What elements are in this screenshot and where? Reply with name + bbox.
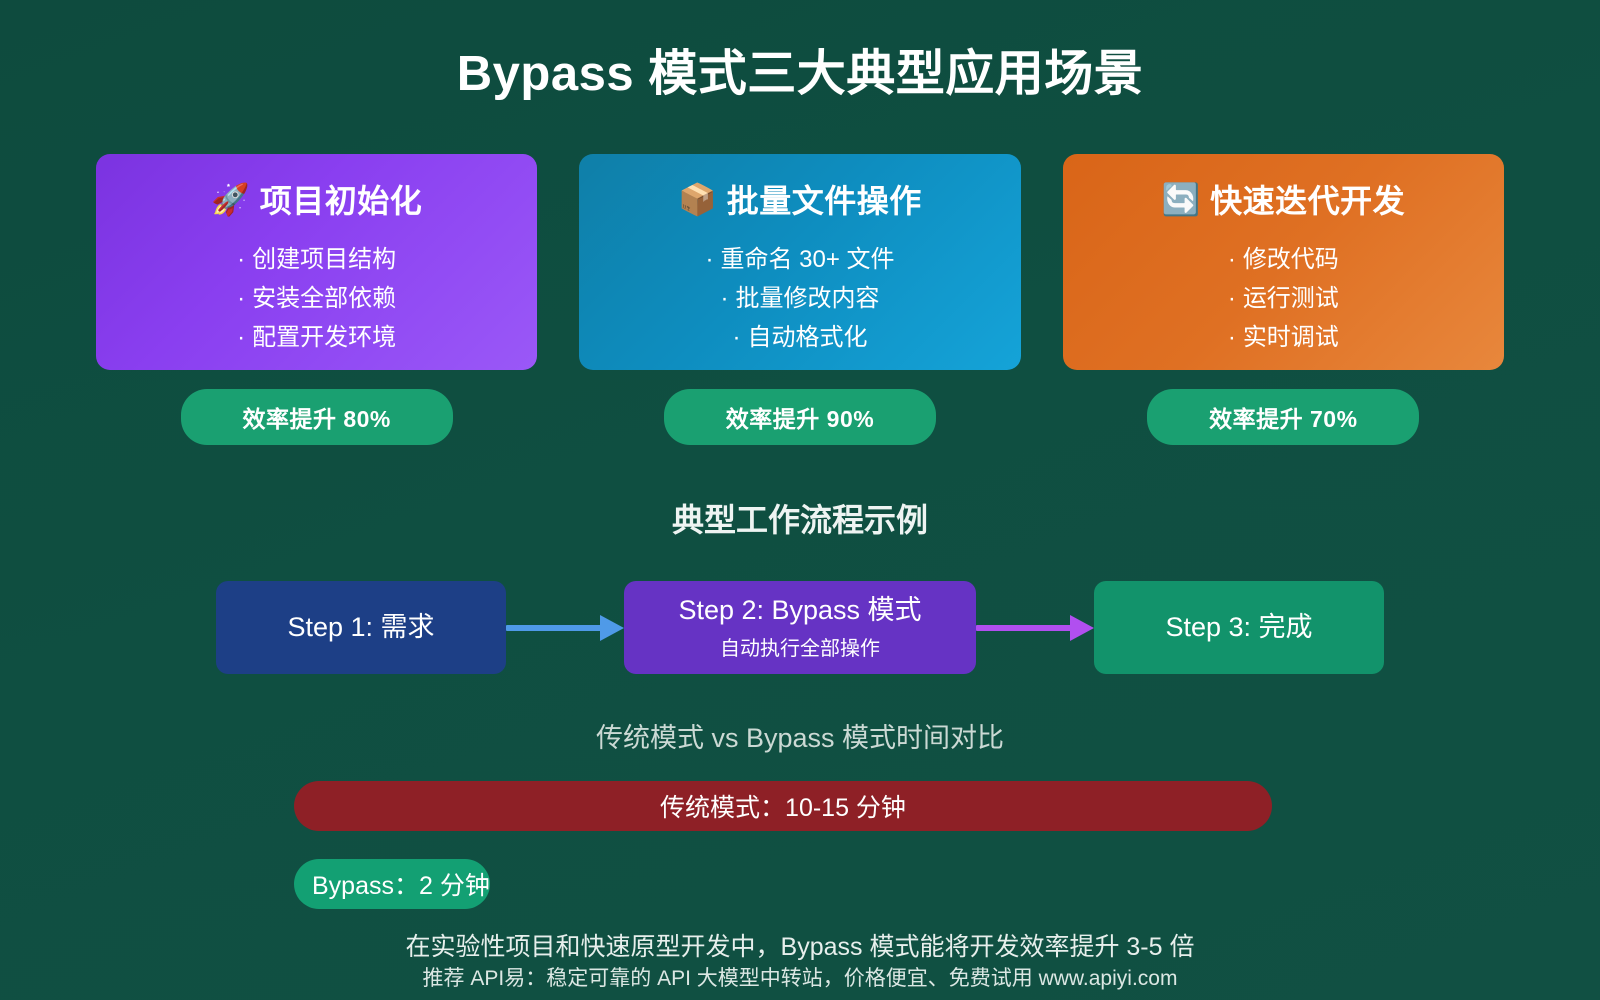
workflow-step-3[interactable]: Step 3: 完成: [1094, 581, 1384, 675]
bullet-dot-icon: ·: [1227, 285, 1236, 313]
card-header: 🚀 项目初始化: [211, 176, 422, 222]
footer-summary-text: 在实验性项目和快速原型开发中，Bypass 模式能将开发效率提升 3-5 倍: [405, 933, 1195, 961]
bullet-text: 自动格式化: [747, 324, 868, 352]
arrow-right-icon-2: [976, 614, 1094, 641]
card-bullet-list: ·修改代码 ·运行测试 ·实时调试: [1228, 240, 1339, 357]
bullet-dot-icon: ·: [705, 246, 714, 274]
arrow-shaft: [506, 624, 602, 631]
workflow-diagram: Step 1: 需求 Step 2: Bypass 模式 自动执行全部操作 St…: [0, 581, 1600, 675]
list-item: ·创建项目结构: [237, 240, 396, 279]
arrow-right-icon-1: [506, 614, 624, 641]
scenario-card-project-init[interactable]: 🚀 项目初始化 ·创建项目结构 ·安装全部依赖 ·配置开发环境: [96, 154, 538, 371]
bullet-text: 实时调试: [1242, 324, 1339, 352]
scenario-cards-row: 🚀 项目初始化 ·创建项目结构 ·安装全部依赖 ·配置开发环境 效率提升 80%…: [0, 154, 1600, 446]
bullet-text: 创建项目结构: [252, 246, 397, 274]
list-item: ·安装全部依赖: [237, 279, 396, 318]
comparison-bar-chart: 传统模式：10-15 分钟 Bypass：2 分钟: [0, 781, 1600, 910]
workflow-step-3-label: Step 3: 完成: [1165, 612, 1313, 643]
scenario-column-2: 📦 批量文件操作 ·重命名 30+ 文件 ·批量修改内容 ·自动格式化 效率提升…: [579, 154, 1021, 446]
bullet-text: 配置开发环境: [252, 324, 397, 352]
card-header: 📦 批量文件操作: [678, 176, 922, 222]
bullet-text: 运行测试: [1242, 285, 1339, 313]
status-badge-efficiency-1: 效率提升 80%: [180, 389, 453, 446]
workflow-step-2[interactable]: Step 2: Bypass 模式 自动执行全部操作: [624, 581, 976, 675]
page-title: Bypass 模式三大典型应用场景: [456, 47, 1144, 101]
bar-traditional-mode: 传统模式：10-15 分钟: [294, 781, 1272, 832]
bar-bypass-mode: Bypass：2 分钟: [294, 859, 490, 910]
status-badge-efficiency-2: 效率提升 90%: [663, 389, 936, 446]
bullet-dot-icon: ·: [1227, 324, 1236, 352]
list-item: ·自动格式化: [705, 318, 894, 357]
bullet-text: 重命名 30+ 文件: [720, 246, 895, 274]
workflow-step-2-label: Step 2: Bypass 模式: [678, 594, 922, 625]
rocket-icon: 🚀: [211, 181, 250, 217]
status-badge-efficiency-3: 效率提升 70%: [1147, 389, 1420, 446]
bullet-text: 修改代码: [1242, 246, 1339, 274]
footer: 在实验性项目和快速原型开发中，Bypass 模式能将开发效率提升 3-5 倍 推…: [0, 930, 1600, 994]
list-item: ·运行测试: [1228, 279, 1339, 318]
workflow-section-title: 典型工作流程示例: [671, 502, 928, 539]
bullet-dot-icon: ·: [237, 246, 246, 274]
arrow-head: [1070, 614, 1094, 641]
workflow-step-1[interactable]: Step 1: 需求: [216, 581, 506, 675]
footer-promo-text: 推荐 API易：稳定可靠的 API 大模型中转站，价格便宜、免费试用 www.a…: [422, 967, 1178, 990]
list-item: ·批量修改内容: [705, 279, 894, 318]
workflow-step-1-label: Step 1: 需求: [287, 612, 435, 643]
list-item: ·配置开发环境: [237, 318, 396, 357]
scenario-card-fast-iteration[interactable]: 🔄 快速迭代开发 ·修改代码 ·运行测试 ·实时调试: [1062, 154, 1504, 371]
bullet-dot-icon: ·: [237, 285, 246, 313]
card-title: 项目初始化: [259, 183, 423, 220]
card-title: 快速迭代开发: [1210, 183, 1406, 220]
arrow-head: [600, 614, 624, 641]
comparison-title: 传统模式 vs Bypass 模式时间对比: [595, 723, 1005, 754]
scenario-card-batch-files[interactable]: 📦 批量文件操作 ·重命名 30+ 文件 ·批量修改内容 ·自动格式化: [579, 154, 1021, 371]
list-item: ·实时调试: [1228, 318, 1339, 357]
bullet-dot-icon: ·: [732, 324, 741, 352]
refresh-icon: 🔄: [1161, 181, 1201, 217]
card-bullet-list: ·创建项目结构 ·安装全部依赖 ·配置开发环境: [237, 240, 396, 357]
card-title: 批量文件操作: [726, 183, 922, 220]
bullet-text: 批量修改内容: [735, 285, 880, 313]
bullet-dot-icon: ·: [1227, 246, 1236, 274]
package-icon: 📦: [678, 181, 717, 217]
workflow-step-2-sublabel: 自动执行全部操作: [720, 637, 880, 660]
arrow-shaft: [976, 624, 1072, 631]
card-bullet-list: ·重命名 30+ 文件 ·批量修改内容 ·自动格式化: [705, 240, 894, 357]
list-item: ·重命名 30+ 文件: [705, 240, 894, 279]
scenario-column-1: 🚀 项目初始化 ·创建项目结构 ·安装全部依赖 ·配置开发环境 效率提升 80%: [96, 154, 538, 446]
bullet-dot-icon: ·: [720, 285, 729, 313]
bullet-dot-icon: ·: [237, 324, 246, 352]
card-header: 🔄 快速迭代开发: [1162, 176, 1406, 222]
list-item: ·修改代码: [1228, 240, 1339, 279]
scenario-column-3: 🔄 快速迭代开发 ·修改代码 ·运行测试 ·实时调试 效率提升 70%: [1062, 154, 1504, 446]
bullet-text: 安装全部依赖: [252, 285, 397, 313]
